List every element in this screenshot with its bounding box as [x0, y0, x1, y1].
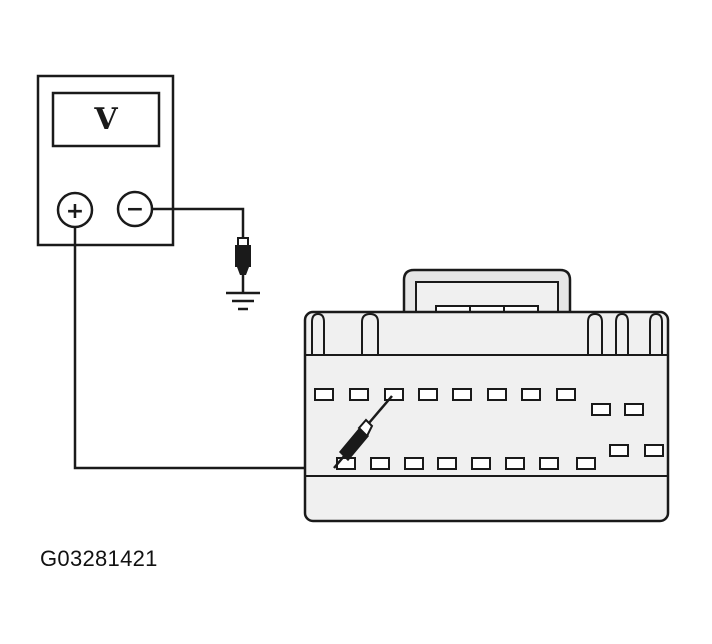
negative-lead: [152, 207, 260, 311]
connector-pin-row-1: [314, 388, 644, 416]
connector-icon: [303, 268, 670, 523]
connector-body: [303, 310, 670, 523]
connector-ribs: [311, 312, 663, 355]
positive-lead: [73, 227, 334, 470]
positive-jack-symbol: +: [66, 199, 84, 224]
ground-symbol-icon: [226, 291, 260, 311]
connector-pin-row-2: [336, 444, 664, 470]
negative-jack-symbol: −: [126, 197, 144, 222]
ground-probe-icon: [235, 237, 251, 292]
voltmeter-icon: V + −: [36, 74, 175, 247]
meter-display: [51, 91, 161, 148]
meter-display-reading: V: [93, 102, 118, 137]
positive-probe-icon: [333, 395, 393, 469]
figure-id-label: G03281421: [40, 546, 158, 571]
